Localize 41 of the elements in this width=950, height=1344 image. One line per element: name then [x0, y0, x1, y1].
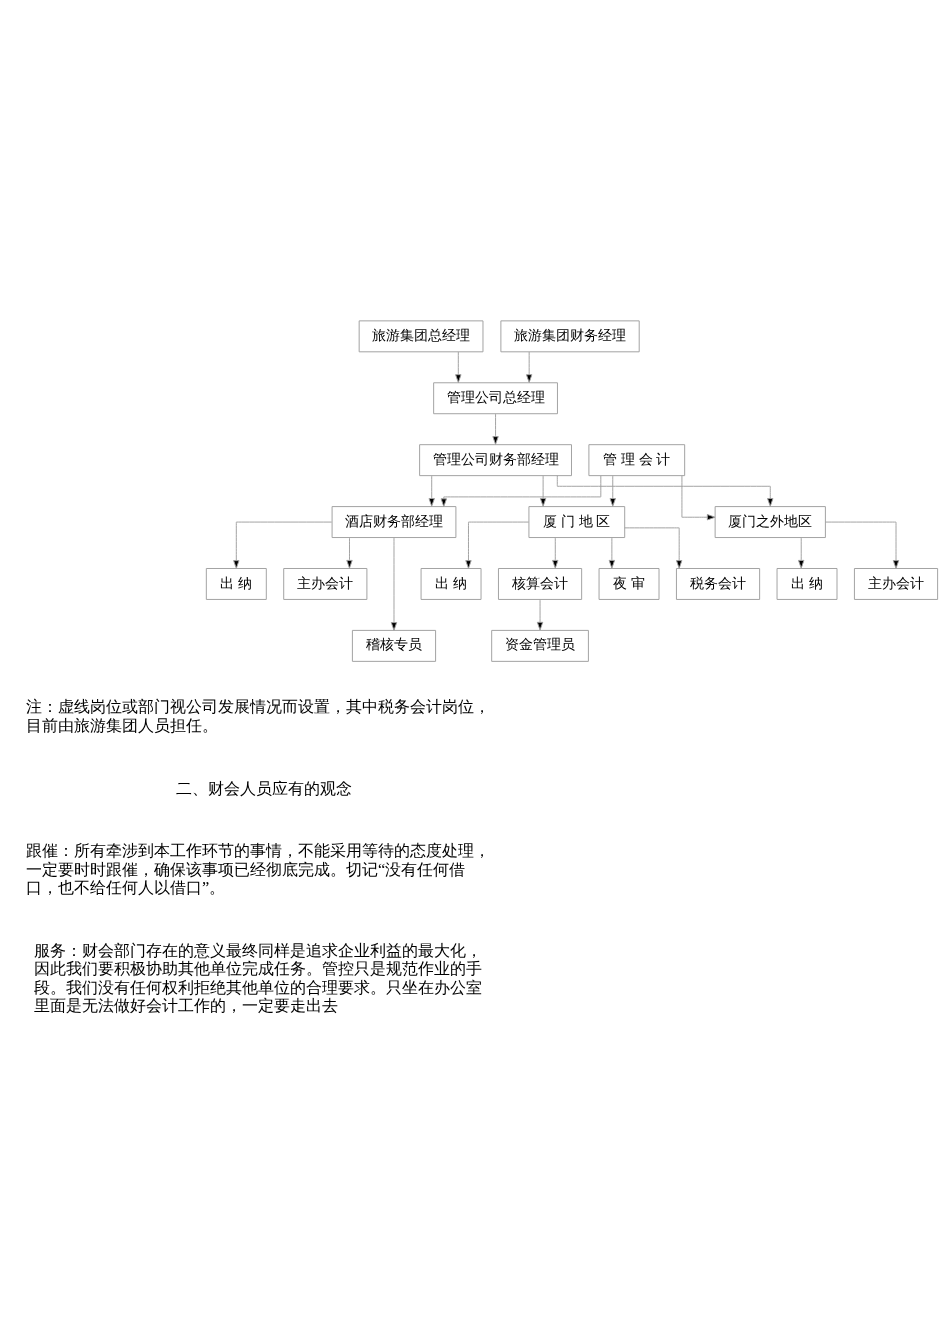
node-box: 出 纳 [420, 568, 482, 600]
arrow [556, 475, 774, 507]
node-box: 出 纳 [776, 568, 838, 600]
node-box: 旅游集团财务经理 [500, 320, 640, 353]
node-box: 酒店财务部经理 [331, 506, 457, 539]
node-box: 税务会计 [675, 568, 761, 600]
node-box: 主办会计 [853, 568, 939, 600]
arrow [428, 475, 435, 507]
arrow [390, 537, 398, 631]
label: 注：虚线岗位或部门视公司发展情况而设置，其中税务会计岗位，目前由旅游集团人员担任。 [25, 697, 490, 735]
arrow [536, 599, 544, 631]
node-box: 厦门之外地区 [714, 506, 826, 539]
node-box: 管 理 会 计 [588, 444, 686, 477]
node-box: 出 纳 [205, 568, 267, 600]
node-box: 管理公司总经理 [433, 382, 558, 415]
node-box: 稽核专员 [351, 629, 437, 662]
node-box: 管理公司财务部经理 [419, 444, 572, 477]
arrow [440, 475, 602, 508]
arrow [624, 527, 683, 569]
arrow [233, 521, 333, 569]
arrow [681, 475, 716, 521]
arrow [525, 351, 533, 383]
arrow [346, 537, 353, 569]
arrow [492, 413, 499, 445]
arrow [465, 521, 530, 569]
label: 二、财会人员应有的观念 [176, 778, 353, 798]
arrow [539, 475, 547, 507]
arrow [798, 537, 805, 569]
node-box: 核算会计 [497, 568, 583, 600]
node-box: 旅游集团总经理 [358, 320, 484, 353]
arrow [552, 537, 559, 569]
node-box: 厦 门 地 区 [528, 506, 626, 539]
arrow [608, 537, 616, 569]
label: 跟催：所有牵涉到本工作环节的事情，不能采用等待的态度处理，一定要时时跟催，确保该事项已经彻底完成。切记“没有任何借口，也不给任何人以借口”。 [25, 841, 490, 898]
label: 服务：财会部门存在的意义最终同样是追求企业利益的最大化，因此我们要积极协助其他单位完成任务。管控只是规范作业的手段。我们没有任何权利拒绝其他单位的合理要求。只坐在办公室里面是无法做好会计工作的，一定要走出去 [34, 941, 483, 1016]
node-box: 夜 审 [598, 568, 660, 600]
arrow [455, 351, 462, 383]
arrow [609, 475, 616, 507]
node-box: 主办会计 [283, 568, 368, 600]
node-box: 资金管理员 [491, 629, 589, 662]
arrow [824, 521, 900, 569]
